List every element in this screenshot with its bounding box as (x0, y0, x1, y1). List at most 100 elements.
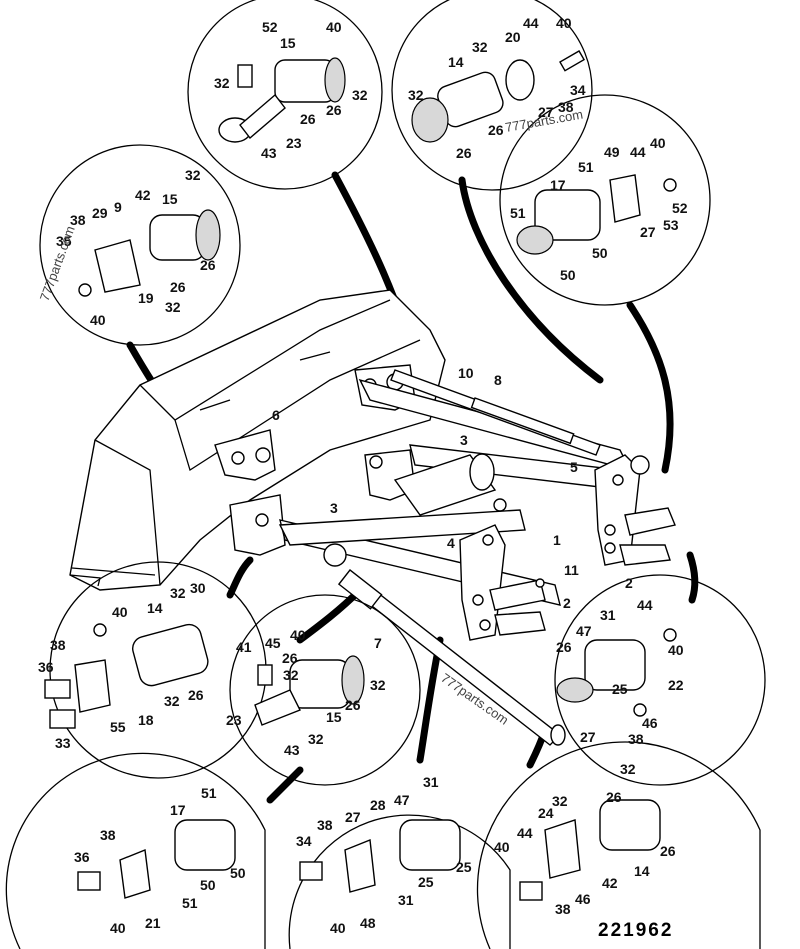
part-callout: 38 (100, 827, 116, 843)
part-callout: 15 (162, 191, 178, 207)
part-callout: 14 (448, 54, 464, 70)
part-callout: 26 (488, 122, 504, 138)
part-callout: 28 (370, 797, 386, 813)
part-callout: 27 (640, 224, 656, 240)
part-callout: 38 (317, 817, 333, 833)
part-callout: 26 (200, 257, 216, 273)
part-callout: 26 (170, 279, 186, 295)
part-callout: 27 (538, 104, 554, 120)
part-callout: 40 (668, 642, 684, 658)
part-callout: 50 (560, 267, 576, 283)
part-callout: 29 (92, 205, 108, 221)
part-callout: 35 (56, 233, 72, 249)
part-callout: 51 (201, 785, 217, 801)
part-callout: 26 (456, 145, 472, 161)
part-callout: 52 (262, 19, 278, 35)
callout-8: 8 (494, 372, 502, 388)
detail-circle-upper-left (39, 144, 241, 346)
part-callout: 36 (38, 659, 54, 675)
part-callout: 38 (558, 99, 574, 115)
part-callout: 25 (612, 681, 628, 697)
loader-arms (278, 369, 676, 746)
part-callout: 50 (230, 865, 246, 881)
part-callout: 40 (326, 19, 342, 35)
callout-3b: 3 (330, 500, 338, 516)
part-callout: 51 (578, 159, 594, 175)
part-callout: 38 (70, 212, 86, 228)
part-callout: 31 (398, 892, 414, 908)
callout-11: 11 (564, 562, 579, 578)
part-callout: 23 (286, 135, 302, 151)
part-callout: 41 (236, 639, 252, 655)
part-callout: 44 (637, 597, 653, 613)
part-callout: 31 (423, 774, 439, 790)
circle-parts (44, 50, 677, 901)
part-callout: 32 (552, 793, 568, 809)
part-callout: 31 (600, 607, 616, 623)
part-callout: 55 (110, 719, 126, 735)
part-callout: 38 (555, 901, 571, 917)
part-callout: 20 (505, 29, 521, 45)
detail-circle-bottom-center (288, 814, 511, 949)
detail-circle-mid-right (554, 574, 766, 786)
part-callout: 26 (606, 789, 622, 805)
part-callout: 32 (370, 677, 386, 693)
part-callout: 34 (296, 833, 312, 849)
part-callout: 40 (494, 839, 510, 855)
part-callout: 25 (418, 874, 434, 890)
part-callout: 44 (517, 825, 533, 841)
part-callout: 26 (282, 650, 298, 666)
main-callouts: 10 8 3 6 5 3 1 4 11 2 2 7 (272, 365, 633, 651)
part-callout: 32 (352, 87, 368, 103)
part-callout: 32 (620, 761, 636, 777)
part-callout: 32 (408, 87, 424, 103)
part-callout: 45 (265, 635, 281, 651)
part-callout: 26 (300, 111, 316, 127)
callout-6: 6 (272, 407, 280, 423)
part-callout: 40 (290, 627, 306, 643)
detail-circle-top-right-center (391, 0, 593, 191)
part-callout: 26 (345, 697, 361, 713)
part-callout: 46 (575, 891, 591, 907)
part-callout: 38 (628, 731, 644, 747)
part-callout: 22 (668, 677, 684, 693)
part-callout: 25 (456, 859, 472, 875)
detail-circle-bottom-left (5, 752, 266, 949)
part-callout: 21 (145, 915, 161, 931)
part-callout: 44 (630, 144, 646, 160)
part-callout: 14 (634, 863, 650, 879)
part-callout: 26 (326, 102, 342, 118)
part-callout: 32 (283, 667, 299, 683)
callout-10: 10 (458, 365, 474, 381)
part-callout: 40 (90, 312, 106, 328)
part-callout: 47 (394, 792, 410, 808)
part-callout: 17 (170, 802, 186, 818)
detail-circle-mid-center (229, 594, 421, 786)
part-callout: 43 (261, 145, 277, 161)
part-callout: 24 (538, 805, 554, 821)
part-callout: 19 (138, 290, 154, 306)
part-callout: 32 (165, 299, 181, 315)
part-callout: 52 (672, 200, 688, 216)
part-callout: 32 (164, 693, 180, 709)
part-callout: 34 (570, 82, 586, 98)
part-callout: 38 (50, 637, 66, 653)
part-callout: 46 (642, 715, 658, 731)
circle-callouts: 52 40 15 32 32 26 26 23 43 44 40 32 20 1… (38, 15, 688, 936)
part-callout: 40 (110, 920, 126, 936)
part-callout: 47 (576, 623, 592, 639)
part-callout: 33 (55, 735, 71, 751)
part-callout: 23 (226, 712, 242, 728)
part-callout: 40 (650, 135, 666, 151)
part-callout: 43 (284, 742, 300, 758)
detail-circle-bottom-right (476, 741, 761, 949)
part-callout: 53 (663, 217, 679, 233)
part-callout: 32 (214, 75, 230, 91)
part-callout: 44 (523, 15, 539, 31)
part-callout: 51 (510, 205, 526, 221)
part-callout: 15 (326, 709, 342, 725)
part-callout: 42 (602, 875, 618, 891)
part-callout: 50 (200, 877, 216, 893)
part-callout: 30 (190, 580, 206, 596)
